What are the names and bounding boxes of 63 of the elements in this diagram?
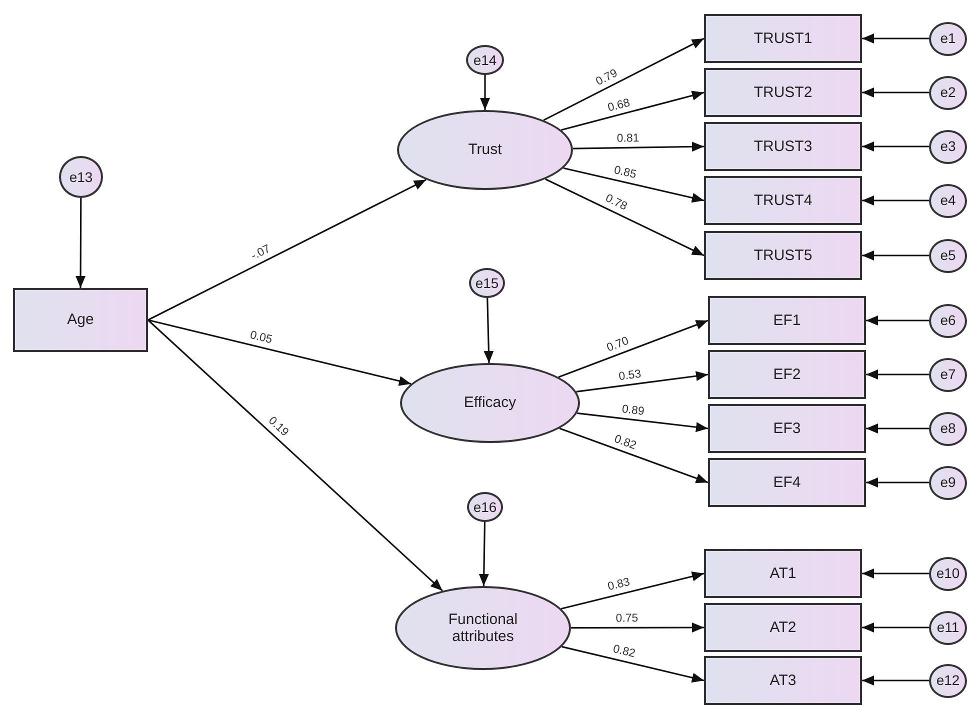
error-term-circle: e12 xyxy=(929,664,967,698)
error-term-circle: e7 xyxy=(929,358,967,392)
arrow xyxy=(480,75,490,110)
observed-variable-box: AT1 xyxy=(704,549,862,598)
arrow xyxy=(576,412,708,432)
observed-variable-box: TRUST3 xyxy=(704,122,862,171)
arrow xyxy=(572,142,704,152)
error-term-circle: e13 xyxy=(59,156,103,198)
arrow xyxy=(560,572,704,610)
error-term-circle: e2 xyxy=(929,76,967,110)
observed-variable-box: EF4 xyxy=(708,458,866,507)
error-term-circle: e6 xyxy=(929,304,967,338)
error-term-circle: e11 xyxy=(929,610,967,644)
arrow xyxy=(866,424,929,434)
arrow xyxy=(862,676,929,686)
arrow xyxy=(571,622,704,633)
arrow xyxy=(478,522,489,586)
arrow xyxy=(866,316,929,326)
observed-variable-box: EF1 xyxy=(708,296,866,345)
arrow xyxy=(76,198,86,288)
error-term-circle: e14 xyxy=(466,45,504,75)
arrow xyxy=(562,646,704,683)
arrow xyxy=(543,38,704,121)
arrow xyxy=(862,88,929,98)
arrow xyxy=(576,371,708,392)
observed-variable-box: TRUST1 xyxy=(704,14,862,63)
error-term-circle: e5 xyxy=(929,238,967,272)
error-term-circle: e10 xyxy=(929,556,967,590)
observed-variable-box: AT3 xyxy=(704,656,862,705)
observed-variable-box: AT2 xyxy=(704,603,862,652)
arrow xyxy=(484,298,494,364)
arrow xyxy=(862,34,929,44)
arrow xyxy=(866,370,929,380)
latent-variable-ellipse: Trust xyxy=(397,110,573,190)
arrow xyxy=(862,142,929,152)
arrow xyxy=(862,196,929,206)
arrow xyxy=(147,319,443,592)
error-term-circle: e9 xyxy=(929,466,967,500)
arrow xyxy=(862,568,929,578)
arrow xyxy=(148,319,412,386)
error-term-circle: e4 xyxy=(929,184,967,218)
arrow xyxy=(866,478,929,488)
arrow xyxy=(563,167,704,203)
observed-variable-box: TRUST4 xyxy=(704,176,862,225)
arrow xyxy=(559,428,708,484)
arrow xyxy=(862,250,929,260)
observed-variable-box: TRUST2 xyxy=(704,68,862,117)
error-term-circle: e1 xyxy=(929,22,967,56)
arrow xyxy=(862,622,929,632)
arrow xyxy=(561,90,704,131)
observed-variable-box: Age xyxy=(13,288,148,352)
arrow xyxy=(545,178,704,256)
observed-variable-box: TRUST5 xyxy=(704,231,862,280)
error-term-circle: e8 xyxy=(929,412,967,446)
latent-variable-ellipse: Efficacy xyxy=(400,363,580,443)
error-term-circle: e16 xyxy=(467,492,503,522)
arrow xyxy=(558,320,708,378)
arrow xyxy=(148,179,426,321)
observed-variable-box: EF2 xyxy=(708,350,866,399)
latent-variable-ellipse: Functional attributes xyxy=(395,586,571,670)
error-term-circle: e3 xyxy=(929,130,967,164)
error-term-circle: e15 xyxy=(469,268,505,298)
observed-variable-box: EF3 xyxy=(708,404,866,453)
